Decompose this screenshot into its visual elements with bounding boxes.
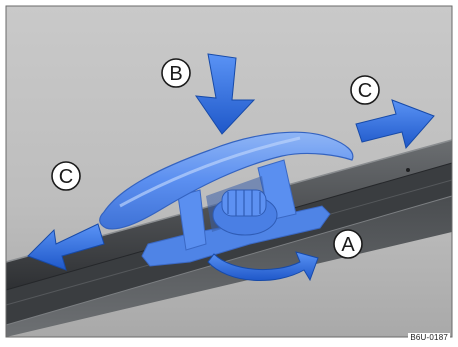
callout-a-label: A (341, 234, 355, 256)
callout-a: A (334, 230, 362, 258)
figure-reference-code: B6U-0187 (408, 333, 450, 343)
callout-c-right-label: C (358, 80, 372, 102)
callout-c-left: C (52, 162, 80, 190)
callout-b: B (162, 59, 190, 87)
callout-b-label: B (169, 63, 182, 85)
callout-c-right: C (351, 76, 379, 104)
callout-c-left-label: C (59, 166, 73, 188)
